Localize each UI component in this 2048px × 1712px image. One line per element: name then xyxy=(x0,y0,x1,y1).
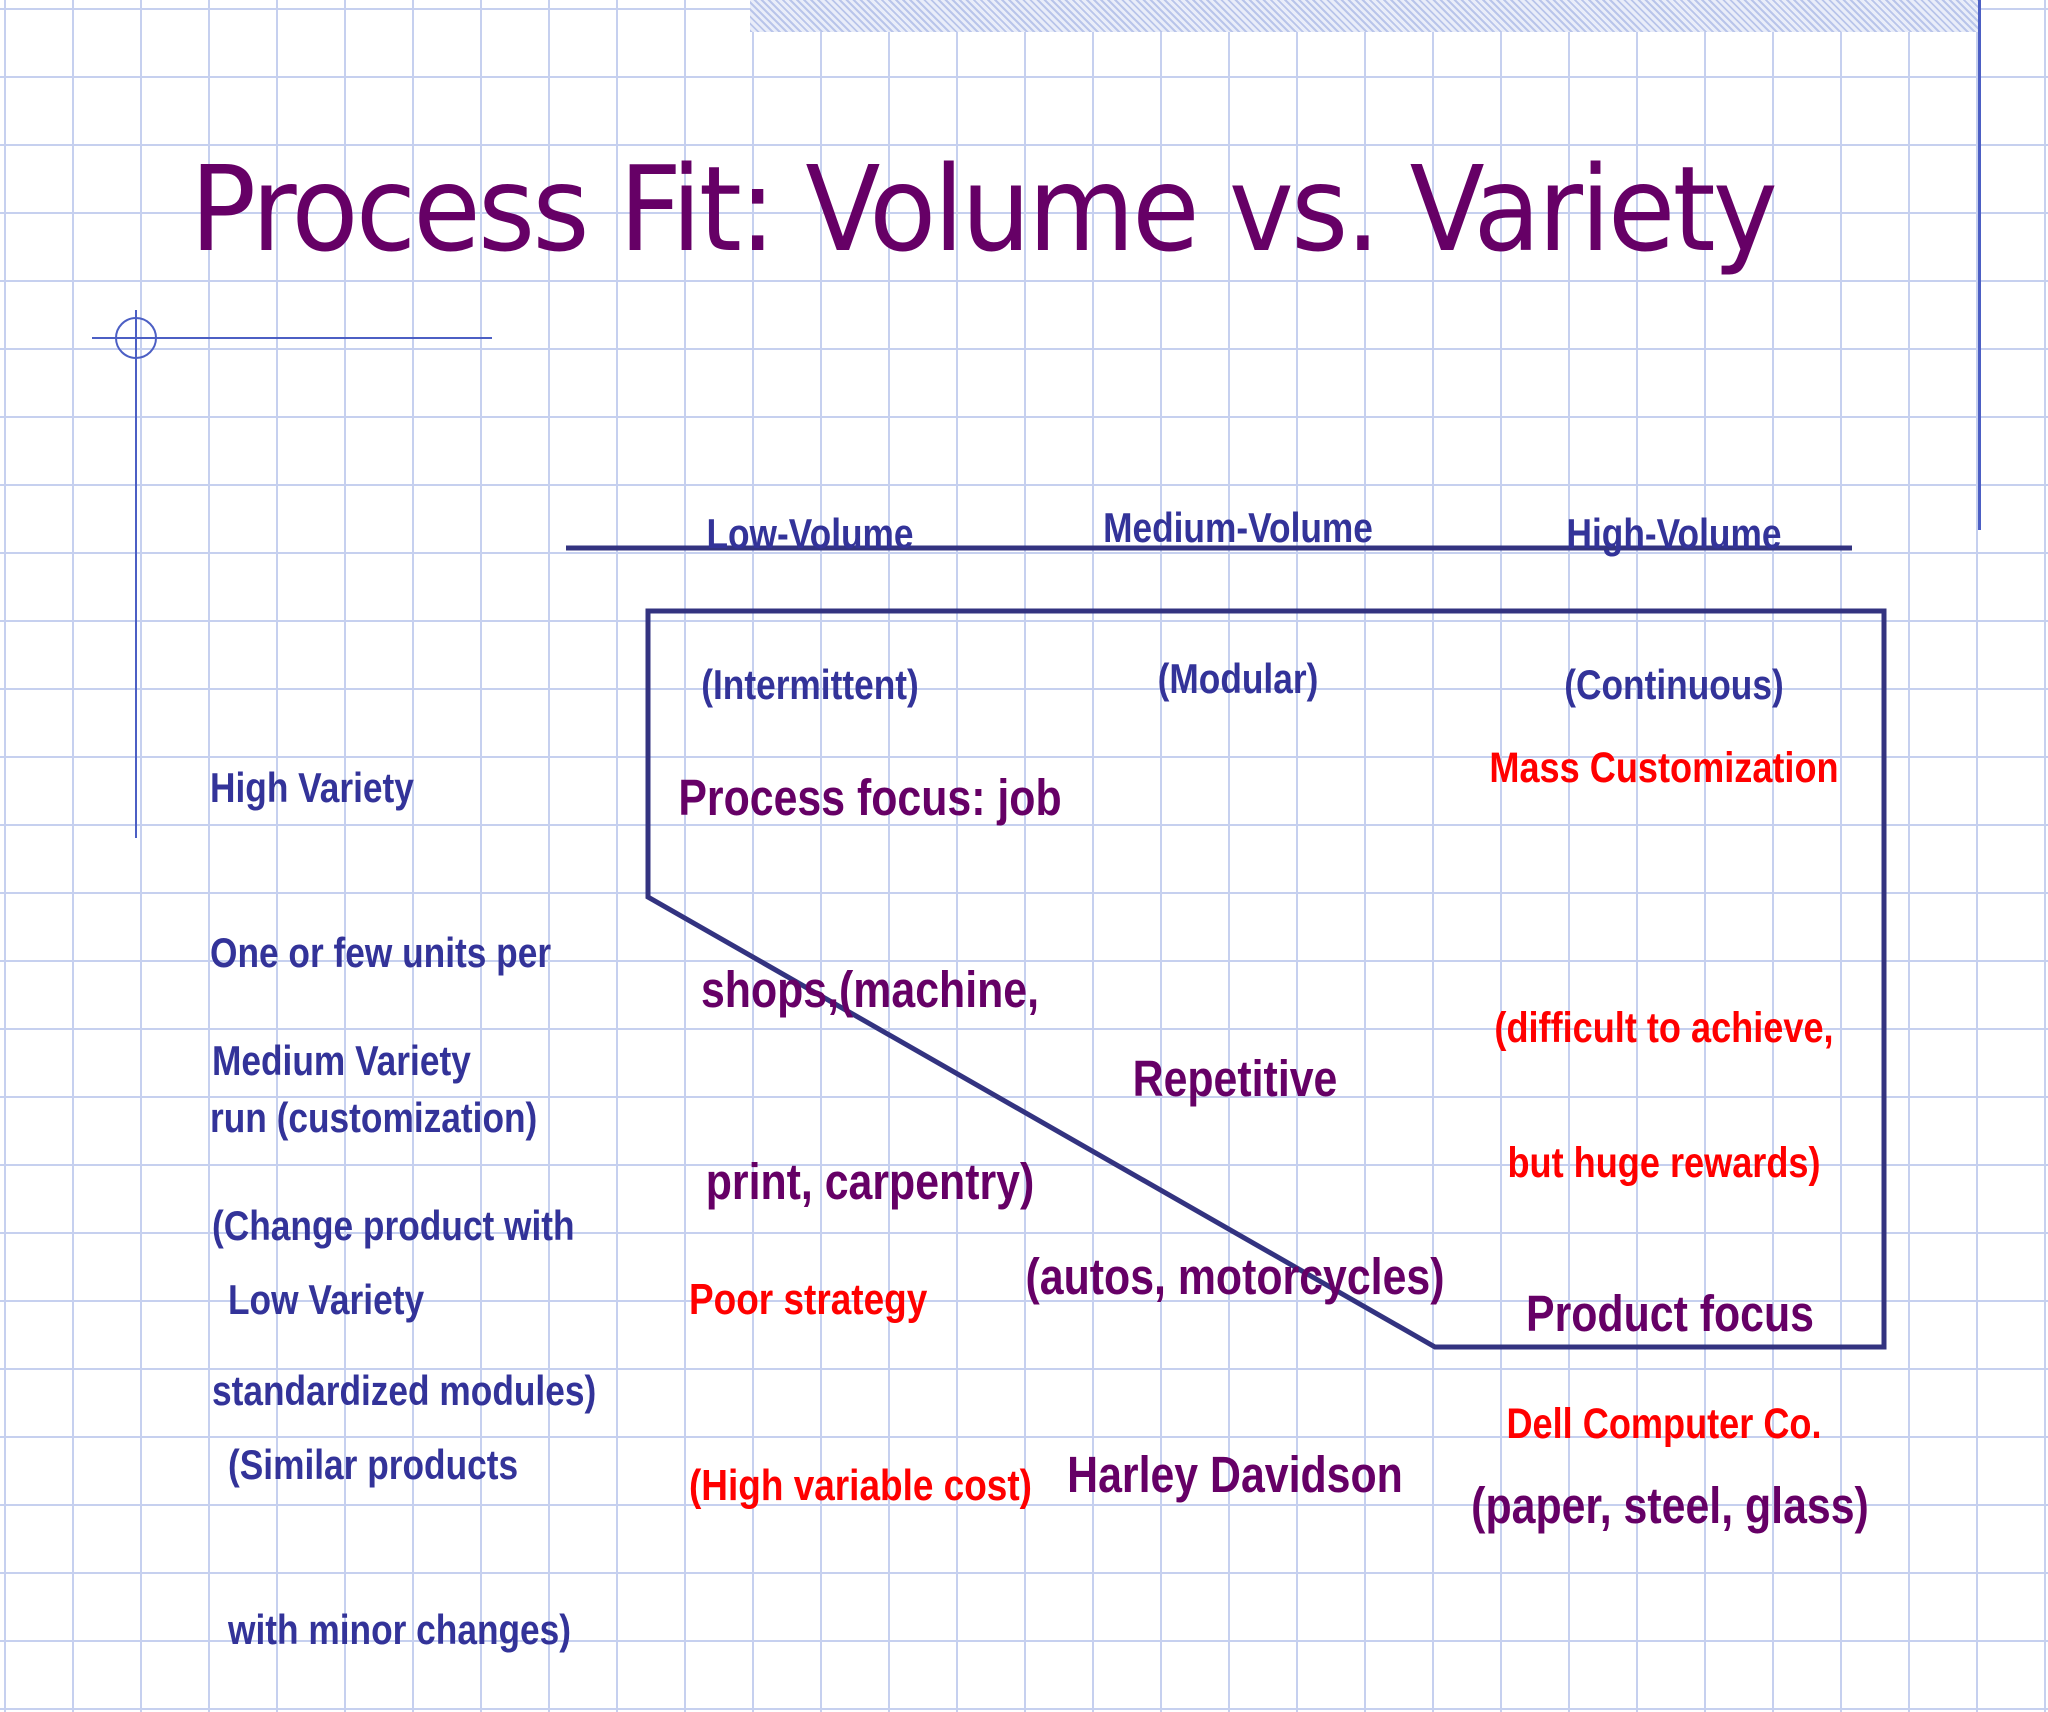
row-label-detail: (Change product with xyxy=(212,1202,575,1249)
row-label-detail: One or few units per xyxy=(210,929,552,976)
mass-customization-note: (difficult to achieve, but huge rewards) xyxy=(1462,916,1865,1276)
cell-repetitive-line: (autos, motorcycles) xyxy=(1025,1248,1445,1305)
cell-repetitive-line: Repetitive xyxy=(1132,1050,1338,1107)
row-label-title: Medium Variety xyxy=(212,1037,471,1084)
row-label-detail: standardized modules) xyxy=(212,1367,597,1414)
top-pattern-band xyxy=(750,0,1980,32)
cell-process-focus-line: shops,(machine, xyxy=(700,961,1040,1018)
mass-customization-note-line: but huge rewards) xyxy=(1507,1138,1821,1187)
cell-product-focus: Product focus (paper, steel, glass) xyxy=(1460,1154,1880,1602)
poor-strategy-note: (High variable cost) xyxy=(689,1460,1032,1510)
row-label-detail: run (customization) xyxy=(210,1094,538,1141)
diagram-lines xyxy=(92,310,1887,1350)
cell-process-focus: Process focus: job shops,(machine, print… xyxy=(660,638,1080,1278)
slide-title: Process Fit: Volume vs. Variety xyxy=(190,140,1778,278)
column-header-sublabel: (Modular) xyxy=(1157,654,1319,702)
column-header-medium-volume: Medium-Volume (Modular) xyxy=(1087,402,1389,755)
mass-customization-note-line: (difficult to achieve, xyxy=(1494,1003,1834,1052)
decorative-vertical-rule xyxy=(1978,0,1981,530)
column-header-sublabel: (Intermittent) xyxy=(701,660,919,708)
cell-process-focus-line: Process focus: job xyxy=(678,769,1062,826)
cell-poor-strategy: Poor strategy (High variable cost) xyxy=(689,1168,1032,1566)
cell-repetitive: Repetitive (autos, motorcycles) Harley D… xyxy=(1004,914,1466,1574)
row-label-low-variety: Low Variety (Similar products with minor… xyxy=(228,1162,571,1712)
cell-mass-customization: Mass Customization (difficult to achieve… xyxy=(1462,640,1865,1502)
crosshair-ornament xyxy=(92,310,492,838)
column-header-high-volume: High-Volume (Continuous) xyxy=(1523,408,1825,761)
feasible-region-outline xyxy=(645,608,1887,1350)
row-label-title: Low Variety xyxy=(228,1276,425,1323)
row-label-detail: with minor changes) xyxy=(228,1606,572,1653)
column-header-low-volume: Low-Volume (Intermittent) xyxy=(659,408,961,761)
row-label-title: High Variety xyxy=(210,764,414,811)
column-header-label: Low-Volume xyxy=(706,509,914,557)
cell-process-focus-line: print, carpentry) xyxy=(705,1153,1035,1210)
mass-customization-title: Mass Customization xyxy=(1489,744,1839,793)
poor-strategy-title: Poor strategy xyxy=(689,1274,928,1324)
column-header-label: High-Volume xyxy=(1566,509,1782,557)
column-header-label: Medium-Volume xyxy=(1103,503,1373,551)
row-label-medium-variety: Medium Variety (Change product with stan… xyxy=(212,923,596,1473)
row-label-high-variety: High Variety One or few units per run (c… xyxy=(210,650,551,1200)
mass-customization-example: Dell Computer Co. xyxy=(1506,1400,1822,1449)
row-label-detail: (Similar products xyxy=(228,1441,519,1488)
column-header-sublabel: (Continuous) xyxy=(1564,660,1784,708)
cell-product-focus-line: (paper, steel, glass) xyxy=(1471,1477,1869,1534)
cell-product-focus-line: Product focus xyxy=(1525,1285,1814,1342)
cell-repetitive-line: Harley Davidson xyxy=(1067,1446,1403,1503)
